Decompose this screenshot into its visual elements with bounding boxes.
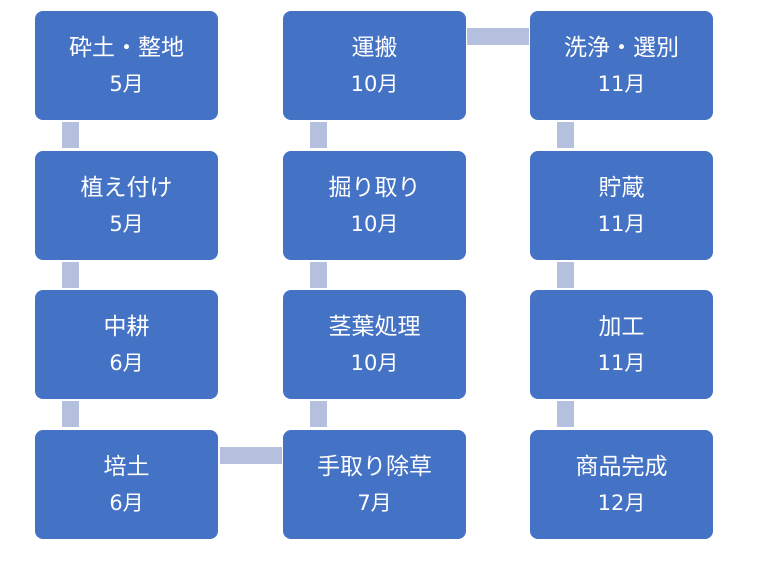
- connector: [62, 122, 79, 148]
- step-month: 10月: [350, 71, 399, 96]
- step-month: 12月: [597, 490, 646, 515]
- step-title: 加工: [598, 313, 645, 340]
- step-month: 11月: [597, 211, 646, 236]
- step-box: 培土 6月: [35, 430, 218, 539]
- step-box: 貯蔵 11月: [530, 151, 713, 260]
- step-box: 加工 11月: [530, 290, 713, 399]
- step-month: 10月: [350, 350, 399, 375]
- step-month: 11月: [597, 350, 646, 375]
- step-title: 培土: [103, 453, 150, 480]
- connector: [557, 262, 574, 288]
- connector: [557, 122, 574, 148]
- connector: [62, 401, 79, 427]
- step-box: 砕土・整地 5月: [35, 11, 218, 120]
- connector: [557, 401, 574, 427]
- step-title: 植え付け: [80, 174, 173, 201]
- step-box: 運搬 10月: [283, 11, 466, 120]
- step-box: 中耕 6月: [35, 290, 218, 399]
- connector: [310, 401, 327, 427]
- step-title: 運搬: [351, 34, 398, 61]
- step-month: 5月: [109, 211, 144, 236]
- step-title: 貯蔵: [598, 174, 645, 201]
- step-month: 11月: [597, 71, 646, 96]
- connector: [310, 122, 327, 148]
- step-title: 掘り取り: [328, 174, 421, 201]
- step-title: 手取り除草: [317, 453, 432, 480]
- step-month: 6月: [109, 350, 144, 375]
- step-title: 砕土・整地: [69, 34, 184, 61]
- step-month: 5月: [109, 71, 144, 96]
- step-title: 茎葉処理: [328, 313, 421, 340]
- step-title: 中耕: [103, 313, 150, 340]
- step-box: 洗浄・選別 11月: [530, 11, 713, 120]
- connector: [220, 447, 282, 464]
- step-month: 6月: [109, 490, 144, 515]
- step-month: 10月: [350, 211, 399, 236]
- step-box: 茎葉処理 10月: [283, 290, 466, 399]
- step-box: 掘り取り 10月: [283, 151, 466, 260]
- step-title: 商品完成: [575, 453, 668, 480]
- step-box: 商品完成 12月: [530, 430, 713, 539]
- step-box: 植え付け 5月: [35, 151, 218, 260]
- connector: [62, 262, 79, 288]
- step-title: 洗浄・選別: [564, 34, 679, 61]
- connector: [310, 262, 327, 288]
- connector: [467, 28, 529, 45]
- step-box: 手取り除草 7月: [283, 430, 466, 539]
- step-month: 7月: [357, 490, 392, 515]
